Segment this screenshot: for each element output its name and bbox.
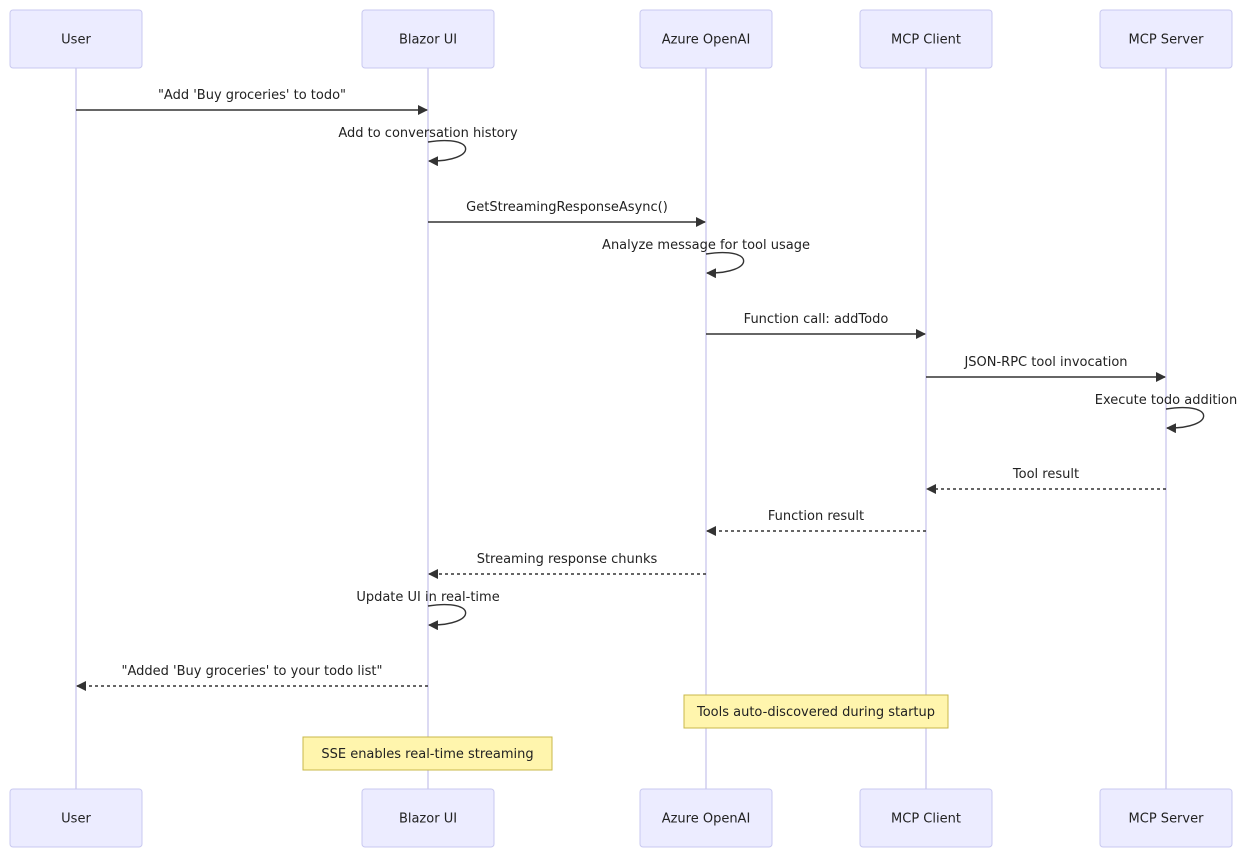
actor-label: Blazor UI (399, 33, 457, 48)
note-label: Tools auto-discovered during startup (696, 705, 935, 720)
actor-label: MCP Server (1129, 33, 1205, 48)
actor-box (361, 788, 495, 848)
actor-label: User (61, 812, 91, 827)
actor-box (859, 788, 993, 848)
actor-box (859, 9, 993, 69)
actor-mcpserver-top: MCP Server (1099, 9, 1233, 69)
actor-box (639, 788, 773, 848)
self-message-arrow (427, 603, 467, 631)
self-message-arrow (1165, 406, 1205, 434)
actor-mcpclient-top: MCP Client (859, 9, 993, 69)
note-box (302, 736, 553, 771)
actor-mcpserver-bottom: MCP Server (1099, 788, 1233, 848)
message-4: Analyze message for tool usage (602, 238, 810, 279)
actor-blazor-top: Blazor UI (361, 9, 495, 69)
actor-label: MCP Server (1129, 812, 1205, 827)
actor-label: Blazor UI (399, 812, 457, 827)
actor-box (1099, 788, 1233, 848)
message-11: Update UI in real-time (356, 590, 500, 631)
actor-mcpclient-bottom: MCP Client (859, 788, 993, 848)
message-6: JSON-RPC tool invocation (926, 355, 1166, 382)
message-12: "Added 'Buy groceries' to your todo list… (76, 664, 428, 691)
message-label: Tool result (1012, 467, 1079, 482)
message-label: "Add 'Buy groceries' to todo" (158, 88, 346, 103)
actor-box (639, 9, 773, 69)
message-label: Function call: addTodo (744, 312, 889, 327)
message-label: Function result (768, 509, 864, 524)
note-label: SSE enables real-time streaming (321, 747, 533, 762)
message-7: Execute todo addition (1095, 393, 1238, 434)
message-8: Tool result (926, 467, 1166, 494)
message-label: "Added 'Buy groceries' to your todo list… (122, 664, 383, 679)
message-9: Function result (706, 509, 926, 536)
actor-openai-top: Azure OpenAI (639, 9, 773, 69)
actor-user-top: User (9, 9, 143, 69)
actor-openai-bottom: Azure OpenAI (639, 788, 773, 848)
actor-label: Azure OpenAI (662, 812, 751, 827)
message-label: Analyze message for tool usage (602, 238, 810, 253)
message-1: "Add 'Buy groceries' to todo" (76, 88, 428, 115)
message-label: Add to conversation history (338, 126, 518, 141)
actor-box (361, 9, 495, 69)
actor-box (1099, 9, 1233, 69)
actor-label: MCP Client (891, 812, 961, 827)
actor-blazor-bottom: Blazor UI (361, 788, 495, 848)
message-3: GetStreamingResponseAsync() (428, 200, 706, 227)
message-label: GetStreamingResponseAsync() (466, 200, 668, 215)
note-1: Tools auto-discovered during startup (683, 694, 949, 729)
self-message-arrow (427, 139, 467, 167)
actor-user-bottom: User (9, 788, 143, 848)
message-10: Streaming response chunks (428, 552, 706, 579)
note-box (683, 694, 949, 729)
actor-label: Azure OpenAI (662, 33, 751, 48)
actor-label: MCP Client (891, 33, 961, 48)
message-label: Update UI in real-time (356, 590, 499, 605)
note-2: SSE enables real-time streaming (302, 736, 553, 771)
self-message-arrow (705, 251, 745, 279)
message-5: Function call: addTodo (706, 312, 926, 339)
message-label: Streaming response chunks (477, 552, 658, 567)
actor-label: User (61, 33, 91, 48)
actor-box (9, 9, 143, 69)
message-label: Execute todo addition (1095, 393, 1238, 408)
actor-box (9, 788, 143, 848)
message-2: Add to conversation history (338, 126, 518, 167)
message-label: JSON-RPC tool invocation (963, 355, 1127, 370)
